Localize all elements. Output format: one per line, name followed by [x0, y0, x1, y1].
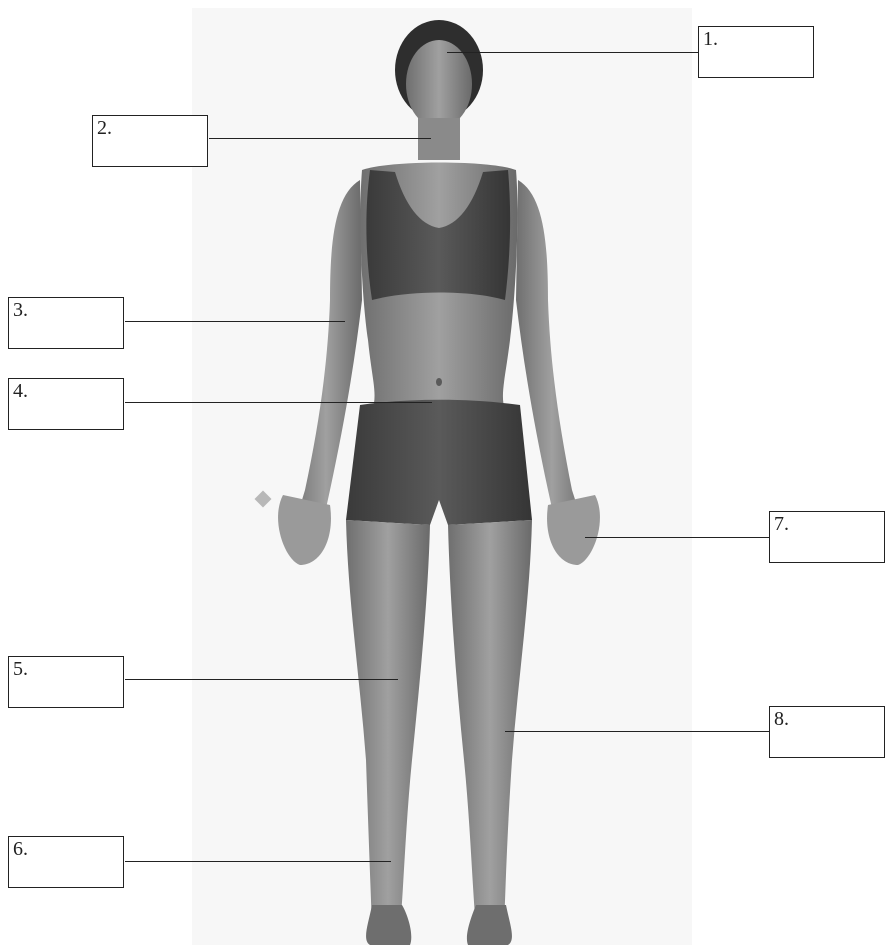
leader-line-1 [447, 52, 698, 53]
label-number-7: 7. [774, 514, 789, 534]
label-number-6: 6. [13, 839, 28, 859]
label-number-1: 1. [703, 29, 718, 49]
leader-line-2 [209, 138, 431, 139]
label-box-4[interactable]: 4. [8, 378, 124, 430]
leader-line-4 [125, 402, 432, 403]
leader-line-7 [585, 537, 769, 538]
leader-line-3 [125, 321, 345, 322]
label-number-3: 3. [13, 300, 28, 320]
label-box-6[interactable]: 6. [8, 836, 124, 888]
label-box-2[interactable]: 2. [92, 115, 208, 167]
label-box-3[interactable]: 3. [8, 297, 124, 349]
label-box-7[interactable]: 7. [769, 511, 885, 563]
label-number-2: 2. [97, 118, 112, 138]
leader-line-8 [505, 731, 769, 732]
label-box-8[interactable]: 8. [769, 706, 885, 758]
label-number-5: 5. [13, 659, 28, 679]
label-box-1[interactable]: 1. [698, 26, 814, 78]
label-number-4: 4. [13, 381, 28, 401]
label-box-5[interactable]: 5. [8, 656, 124, 708]
leader-line-5 [125, 679, 398, 680]
leader-line-6 [125, 861, 391, 862]
label-number-8: 8. [774, 709, 789, 729]
